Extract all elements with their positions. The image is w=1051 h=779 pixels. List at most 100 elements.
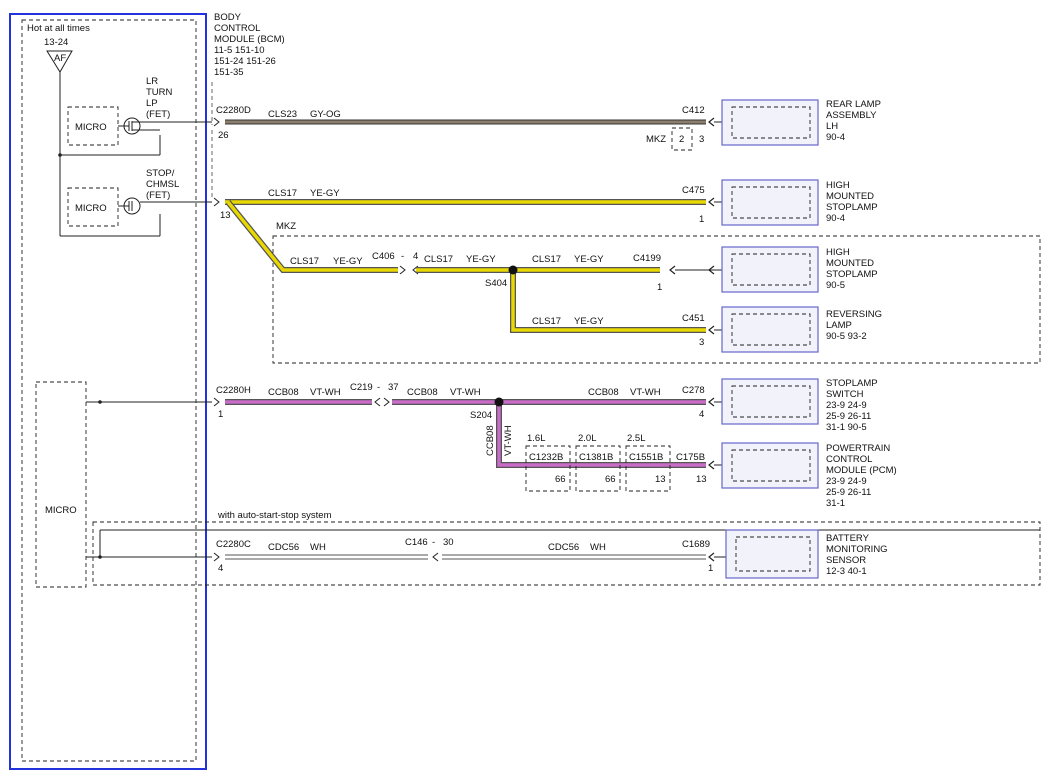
ssw-pin: 1 bbox=[218, 409, 223, 420]
bcm-micro-box-2 bbox=[67, 187, 119, 227]
bcm-micro-label-3: MICRO bbox=[45, 505, 77, 516]
pcm-variant-box-1 bbox=[525, 445, 571, 492]
module-reversing-lamp: REVERSING LAMP 90-5 93-2 bbox=[721, 306, 882, 353]
lr-turn-label-4: (FET) bbox=[146, 109, 170, 120]
rear-lamp-pin: 26 bbox=[218, 130, 229, 141]
bat-end-connector: C1689 bbox=[682, 539, 710, 550]
chmsl-end-connector: C475 bbox=[682, 185, 705, 196]
ssw-seg3-circuit: CCB08 bbox=[588, 387, 619, 398]
bcm-inner-dashed-frame bbox=[21, 19, 197, 762]
svg-text:12-3 40-1: 12-3 40-1 bbox=[826, 566, 867, 577]
rear-lamp-mkz-label: MKZ bbox=[646, 134, 666, 145]
bat-connector: C2280C bbox=[216, 539, 251, 550]
svg-text:25-9 26-11: 25-9 26-11 bbox=[826, 411, 871, 422]
svg-text:25-9 26-11: 25-9 26-11 bbox=[826, 487, 871, 498]
reversing-color: YE-GY bbox=[574, 316, 604, 327]
pcm-variant-pin-2: 66 bbox=[605, 474, 616, 485]
svg-text:STOPLAMP: STOPLAMP bbox=[826, 378, 878, 389]
module-stoplamp-switch: STOPLAMP SWITCH 23-9 24-9 25-9 26-11 31-… bbox=[721, 378, 878, 433]
mkz-seg2-color: YE-GY bbox=[466, 254, 496, 265]
mkz-splice-label: S404 bbox=[485, 278, 507, 289]
mkz-inline-pin: 4 bbox=[413, 251, 418, 262]
svg-text:BATTERY: BATTERY bbox=[826, 533, 870, 544]
module-rear-lamp-assembly: REAR LAMP ASSEMBLY LH 90-4 bbox=[721, 99, 881, 146]
ssw-vertical-circuit: CCB08 bbox=[485, 425, 496, 456]
svg-text:23-9 24-9: 23-9 24-9 bbox=[826, 400, 867, 411]
lr-turn-label-1: LR bbox=[146, 76, 158, 87]
ssw-seg1-color: VT-WH bbox=[310, 387, 341, 398]
rear-lamp-mkz-pin: 2 bbox=[679, 134, 684, 145]
bat-inline-pin: 30 bbox=[443, 537, 454, 548]
chmsl-color: YE-GY bbox=[310, 188, 340, 199]
svg-text:STOPLAMP: STOPLAMP bbox=[826, 269, 878, 280]
chmsl-pin: 13 bbox=[220, 210, 231, 221]
bcm-title-2: CONTROL bbox=[214, 23, 260, 34]
mkz-seg2-circuit: CLS17 bbox=[424, 254, 453, 265]
mkz-label: MKZ bbox=[276, 221, 296, 232]
bat-end-pin: 1 bbox=[708, 563, 713, 574]
ssw-inline-dash: - bbox=[377, 382, 380, 393]
bat-inline-connector: C146 bbox=[405, 537, 428, 548]
module-powertrain-control-module: POWERTRAIN CONTROL MODULE (PCM) 23-9 24-… bbox=[721, 442, 897, 509]
svg-text:MOUNTED: MOUNTED bbox=[826, 191, 874, 202]
bcm-ref-3: 151-35 bbox=[214, 67, 244, 78]
svg-text:MODULE (PCM): MODULE (PCM) bbox=[826, 465, 897, 476]
ssw-seg3-color: VT-WH bbox=[630, 387, 661, 398]
rear-lamp-end-pin: 3 bbox=[699, 134, 704, 145]
pcm-variant-engine-1: 1.6L bbox=[527, 433, 546, 444]
svg-text:REAR LAMP: REAR LAMP bbox=[826, 99, 881, 110]
mkz-seg3-circuit: CLS17 bbox=[532, 254, 561, 265]
bcm-fuse-ref: 13-24 bbox=[44, 37, 68, 48]
reversing-circuit: CLS17 bbox=[532, 316, 561, 327]
splice-s204 bbox=[494, 397, 504, 407]
pcm-variant-engine-2: 2.0L bbox=[578, 433, 597, 444]
bcm-title-1: BODY bbox=[214, 12, 242, 23]
stop-chmsl-label-2: CHMSL bbox=[146, 179, 179, 190]
ssw-inline-pin: 37 bbox=[388, 382, 399, 393]
pcm-variant-pin-1: 66 bbox=[555, 474, 566, 485]
lr-turn-label-3: LP bbox=[146, 98, 158, 109]
svg-text:SWITCH: SWITCH bbox=[826, 389, 864, 400]
bcm-ref-1: 11-5 151-10 bbox=[214, 45, 265, 56]
mkz-end-pin: 1 bbox=[657, 282, 662, 293]
pcm-variant-box-2 bbox=[575, 445, 621, 492]
bcm-hot-label: Hot at all times bbox=[27, 23, 90, 34]
splice-s404 bbox=[508, 265, 518, 275]
bcm-fuse-label: AF bbox=[54, 53, 66, 64]
rear-lamp-connector: C2280D bbox=[216, 105, 251, 116]
svg-text:ASSEMBLY: ASSEMBLY bbox=[826, 110, 877, 121]
mkz-seg1-circuit: CLS17 bbox=[290, 256, 319, 267]
bcm-title-3: MODULE (BCM) bbox=[214, 34, 285, 45]
stop-chmsl-label-3: (FET) bbox=[146, 190, 170, 201]
lr-turn-label-2: TURN bbox=[146, 87, 173, 98]
ssw-seg2-circuit: CCB08 bbox=[407, 387, 438, 398]
ssw-inline-connector: C219 bbox=[350, 382, 373, 393]
mkz-seg1-color: YE-GY bbox=[333, 256, 363, 267]
pcm-variant-engine-3: 2.5L bbox=[627, 433, 646, 444]
svg-text:90-5: 90-5 bbox=[826, 280, 845, 291]
pcm-end-connector: C175B bbox=[676, 452, 705, 463]
bcm-outer-frame bbox=[9, 13, 207, 770]
svg-text:31-1: 31-1 bbox=[826, 498, 845, 509]
svg-text:SENSOR: SENSOR bbox=[826, 555, 866, 566]
ssw-seg2-color: VT-WH bbox=[450, 387, 481, 398]
svg-text:STOPLAMP: STOPLAMP bbox=[826, 202, 878, 213]
bcm-micro-label-2: MICRO bbox=[75, 203, 107, 214]
svg-text:90-5 93-2: 90-5 93-2 bbox=[826, 331, 867, 342]
auto-start-stop-label: with auto-start-stop system bbox=[217, 510, 332, 521]
svg-text:23-9 24-9: 23-9 24-9 bbox=[826, 476, 867, 487]
svg-text:REVERSING: REVERSING bbox=[826, 309, 882, 320]
svg-text:90-4: 90-4 bbox=[826, 213, 845, 224]
mkz-seg3-color: YE-GY bbox=[574, 254, 604, 265]
svg-text:POWERTRAIN: POWERTRAIN bbox=[826, 443, 890, 454]
pcm-end-pin: 13 bbox=[696, 474, 707, 485]
pcm-variant-pin-3: 13 bbox=[655, 474, 666, 485]
bcm-ref-2: 151-24 151-26 bbox=[214, 56, 276, 67]
ssw-end-pin: 4 bbox=[699, 409, 704, 420]
ssw-end-connector: C278 bbox=[682, 385, 705, 396]
stop-chmsl-label-1: STOP/ bbox=[146, 168, 175, 179]
mkz-inline-dash: - bbox=[401, 251, 404, 262]
ssw-vertical-color: VT-WH bbox=[503, 425, 514, 456]
ssw-connector: C2280H bbox=[216, 385, 251, 396]
